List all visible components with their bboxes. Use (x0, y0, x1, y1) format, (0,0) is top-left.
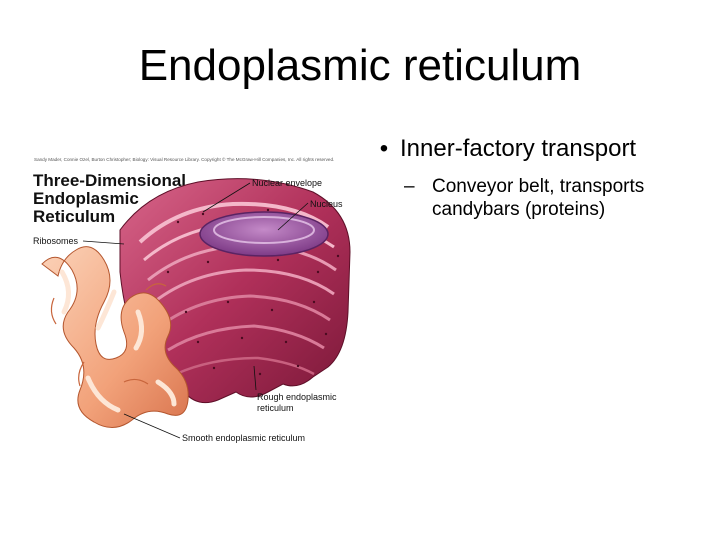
label-rough-er-line-1: Rough endoplasmic (257, 392, 337, 402)
bullet-text: Inner-factory transport (400, 135, 637, 162)
label-nuclear-envelope: Nuclear envelope (252, 178, 322, 188)
er-illustration: Sandy Mader, Connie Ozel, Burton Christo… (28, 152, 360, 452)
figure-credit: Sandy Mader, Connie Ozel, Burton Christo… (34, 156, 334, 162)
nucleus-shape (199, 211, 329, 257)
bullet-dot: • (379, 135, 389, 162)
label-smooth-er: Smooth endoplasmic reticulum (182, 433, 305, 443)
sub-bullet-dash: – (404, 176, 415, 197)
figure-heading-line-1: Three-Dimensional (33, 171, 186, 190)
sub-bullet-item: – Conveyor belt, transports candybars (p… (404, 175, 708, 221)
sub-bullet-text: Conveyor belt, transports candybars (pro… (432, 176, 645, 220)
label-nucleus: Nucleus (310, 199, 343, 209)
bullet-item: • Inner-factory transport (368, 133, 708, 165)
smooth-er-shape (41, 246, 189, 428)
label-rough-er-line-2: reticulum (257, 403, 294, 413)
figure-heading-line-3: Reticulum (33, 207, 115, 226)
slide-title: Endoplasmic reticulum (138, 41, 582, 90)
label-ribosomes: Ribosomes (33, 236, 79, 246)
bullet-list: • Inner-factory transport – Conveyor bel… (368, 133, 708, 221)
figure-heading-line-2: Endoplasmic (33, 189, 139, 208)
